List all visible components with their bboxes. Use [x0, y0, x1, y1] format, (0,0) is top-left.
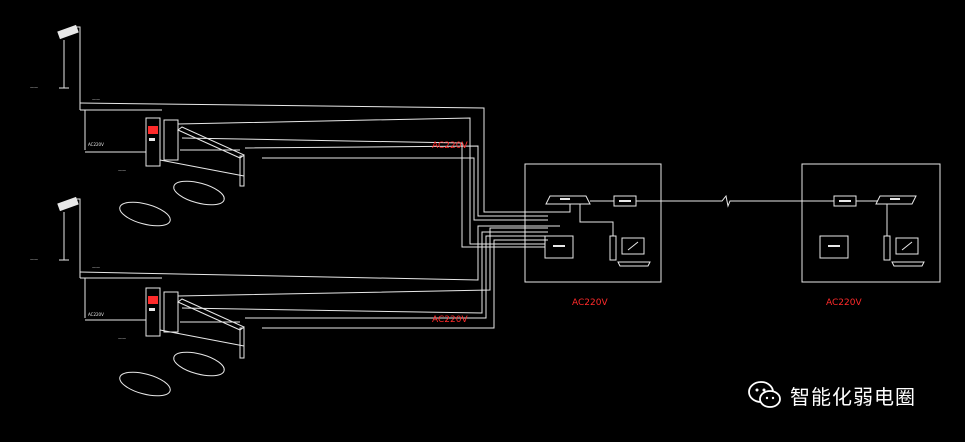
cable-cat5-bottom: [79, 225, 560, 281]
room-box-center: [524, 163, 662, 283]
barrier-gate-bottom: [163, 291, 179, 333]
label-ac-center: AC220V: [572, 298, 608, 308]
svg-text:——: ——: [92, 97, 100, 102]
svg-text:——: ——: [30, 257, 38, 262]
barrier-arm-bottom: [177, 298, 245, 331]
controller-box-right: [819, 235, 849, 259]
label-ac-bottom: AC220V: [432, 315, 468, 325]
pc-tower-center: [609, 235, 617, 261]
red-labels: AC220V AC220V AC220V AC220V: [432, 141, 862, 325]
barrier-arm-top: [177, 126, 245, 159]
lane-bottom: —— —— AC220V ——: [30, 196, 560, 397]
label-ac-top: AC220V: [432, 141, 468, 151]
pc-keyboard-center: [617, 261, 651, 267]
loop-detector-top-1: [119, 201, 171, 227]
label-ac-right: AC220V: [826, 298, 862, 308]
ticket-machine-top: [145, 117, 161, 167]
arm-rest-bottom: [239, 327, 245, 359]
svg-text:AC220V: AC220V: [88, 142, 104, 147]
watermark-text: 智能化弱电圈: [790, 384, 916, 409]
wechat-icon: [748, 381, 781, 408]
ticket-machine-bottom: [145, 287, 161, 337]
pc-tower-right: [883, 235, 891, 261]
pc-keyboard-right: [891, 261, 925, 267]
cable-cat5-top: [79, 102, 560, 213]
pc-monitor-center: [621, 237, 645, 255]
watermark: 智能化弱电圈: [748, 380, 916, 410]
pc-monitor-right: [895, 237, 919, 255]
svg-text:——: ——: [118, 168, 126, 173]
svg-text:——: ——: [30, 85, 38, 90]
svg-text:AC220V: AC220V: [88, 312, 104, 317]
lane-top: —— —— AC220V ——: [30, 24, 560, 248]
camera-icon-bottom: [57, 196, 79, 212]
room-box-right: [801, 163, 941, 283]
right-room: [801, 163, 941, 283]
network-switch-center: [545, 195, 591, 205]
loop-detector-bottom-2: [173, 351, 225, 377]
barrier-gate-top: [163, 119, 179, 161]
arm-rest-top: [239, 155, 245, 187]
controller-box-center: [544, 235, 574, 259]
center-room: [524, 163, 662, 283]
svg-text:——: ——: [118, 336, 126, 341]
loop-detector-bottom-1: [119, 371, 171, 397]
svg-text:——: ——: [92, 265, 100, 270]
loop-detector-top-2: [173, 180, 225, 206]
fiber-link: [636, 194, 834, 208]
camera-icon-top: [57, 24, 79, 40]
